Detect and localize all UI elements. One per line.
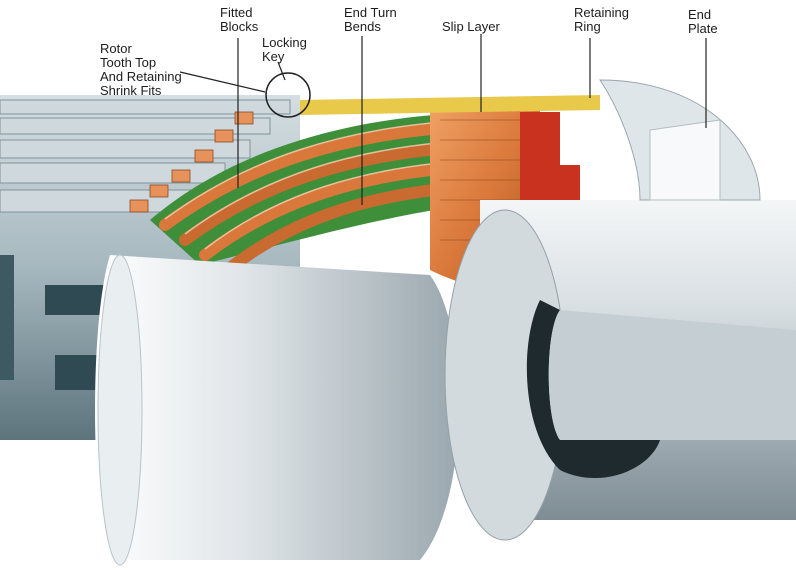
label-fitted-blocks: Fitted Blocks xyxy=(220,6,258,34)
label-rotor-tooth: Rotor Tooth Top And Retaining Shrink Fit… xyxy=(100,42,182,98)
retaining-ring-shell xyxy=(95,255,459,565)
label-end-turn-bends: End Turn Bends xyxy=(344,6,397,34)
label-retaining-ring: Retaining Ring xyxy=(574,6,629,34)
rotor-shaft xyxy=(445,200,796,540)
label-locking-key: Locking Key xyxy=(262,36,307,64)
label-slip-layer: Slip Layer xyxy=(442,20,500,34)
label-end-plate: End Plate xyxy=(688,8,718,36)
